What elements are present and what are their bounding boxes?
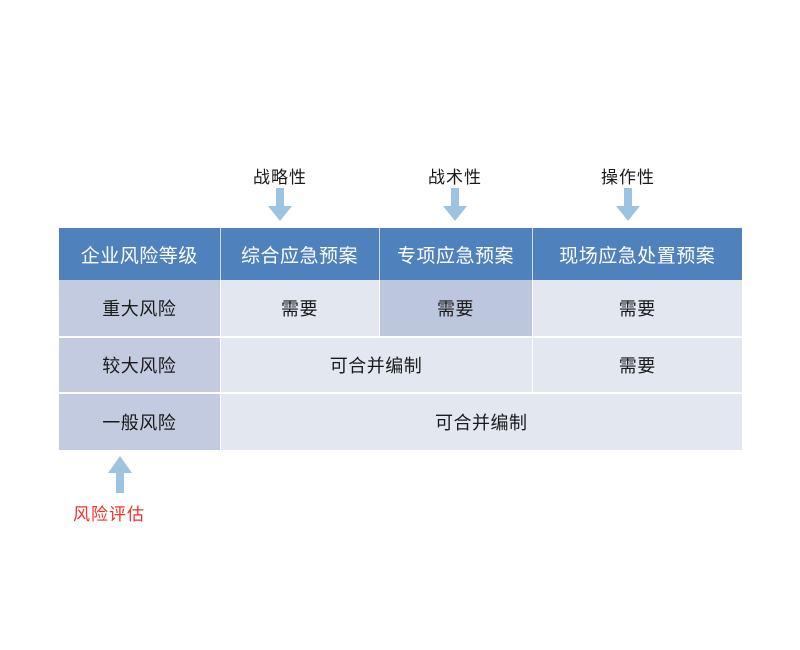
row-header-major-risk: 重大风险 <box>59 280 221 338</box>
table-row: 重大风险 需要 需要 需要 <box>59 280 742 338</box>
annotation-label-operational: 操作性 <box>601 168 655 188</box>
table-header-row: 企业风险等级 综合应急预案 专项应急预案 现场应急处置预案 <box>59 228 742 280</box>
cell-major-special: 需要 <box>379 280 533 338</box>
arrow-down-icon-strategic <box>267 188 293 222</box>
cell-general-merged-plan: 可合并编制 <box>220 393 742 450</box>
row-header-general-risk: 一般风险 <box>59 393 221 450</box>
annotation-label-strategic: 战略性 <box>253 168 307 188</box>
row-header-large-risk: 较大风险 <box>59 337 221 394</box>
cell-large-merged-plan: 可合并编制 <box>220 337 533 394</box>
cell-major-onsite: 需要 <box>532 280 742 338</box>
arrow-up-icon-risk-assessment <box>107 456 133 494</box>
arrow-down-icon-operational <box>615 188 641 222</box>
arrow-down-icon-tactical <box>442 188 468 222</box>
risk-plan-matrix-table: 企业风险等级 综合应急预案 专项应急预案 现场应急处置预案 重大风险 需要 需要… <box>59 228 742 450</box>
column-header-special-plan: 专项应急预案 <box>379 228 533 280</box>
table-row: 一般风险 可合并编制 <box>59 393 742 450</box>
annotation-label-risk-assessment: 风险评估 <box>73 505 145 525</box>
cell-major-comprehensive: 需要 <box>220 280 380 338</box>
table-row: 较大风险 可合并编制 需要 <box>59 337 742 394</box>
column-header-onsite-plan: 现场应急处置预案 <box>532 228 742 280</box>
column-header-comprehensive-plan: 综合应急预案 <box>220 228 380 280</box>
column-header-risk-level: 企业风险等级 <box>59 228 221 280</box>
cell-large-onsite: 需要 <box>532 337 742 394</box>
annotation-label-tactical: 战术性 <box>428 168 482 188</box>
